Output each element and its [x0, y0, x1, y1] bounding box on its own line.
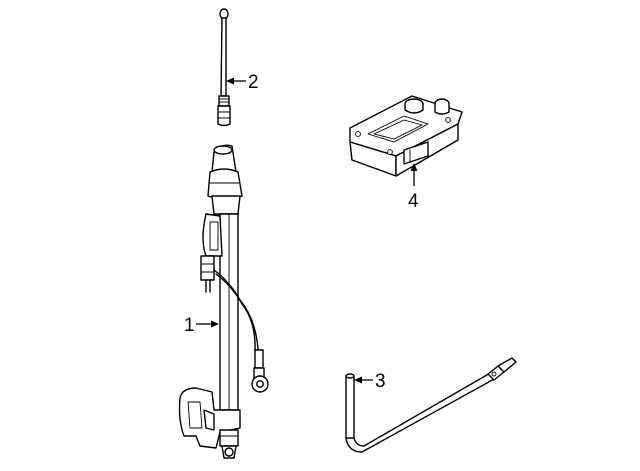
- antenna-module: [349, 95, 463, 177]
- antenna-base-assembly: [178, 144, 269, 459]
- antenna-cable: [345, 357, 517, 453]
- callout-2-leader: [226, 77, 246, 85]
- callout-3-leader: [354, 376, 373, 384]
- callout-1-leader: [196, 320, 219, 328]
- callout-4: 4: [408, 191, 419, 212]
- callout-2: 2: [248, 72, 259, 93]
- callout-4-leader: [410, 163, 418, 186]
- antenna-mast: [217, 8, 231, 127]
- callout-1: 1: [184, 315, 195, 336]
- callout-3: 3: [375, 371, 386, 392]
